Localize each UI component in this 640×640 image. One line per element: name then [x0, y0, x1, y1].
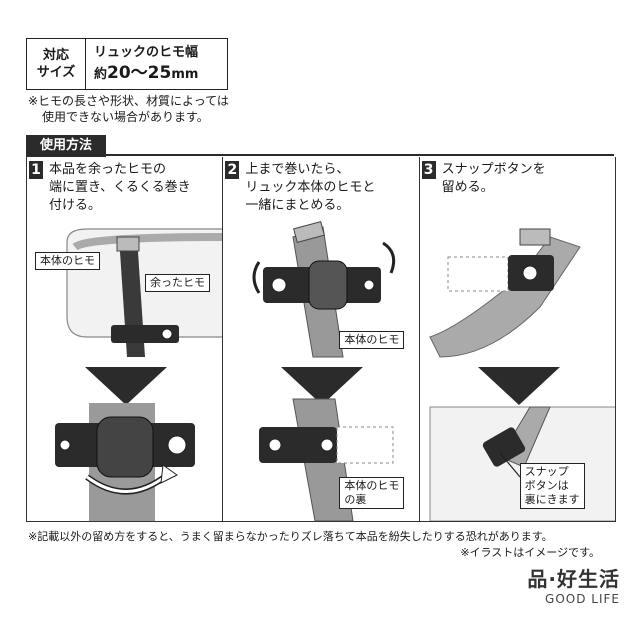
step-2-callout-main-strap: 本体のヒモ: [339, 331, 405, 349]
illustration-note: ※イラストはイメージです。: [460, 546, 600, 559]
size-label: 対応 サイズ: [27, 39, 86, 89]
brand-name-jp: 品·好生活: [527, 567, 620, 591]
brand-name-en: GOOD LIFE: [545, 592, 620, 606]
step-1-panel: 1 本品を余ったヒモの 端に置き、くるくる巻き 付ける。 本体のヒモ: [27, 157, 224, 521]
step-3-text: スナップボタンを 留める。: [441, 162, 546, 195]
step-2-callout-strap-back: 本体のヒモ の裏: [339, 477, 405, 509]
step-2-illustration: [252, 221, 396, 521]
size-value-line1: リュックのヒモ幅: [94, 45, 199, 60]
size-value-prefix: 約: [94, 67, 108, 82]
size-spec-box: 対応 サイズ リュックのヒモ幅 約20～25mm: [26, 38, 228, 90]
size-value: リュックのヒモ幅 約20～25mm: [86, 39, 227, 89]
step-2-text: 上まで巻いたら、 リュック本体のヒモと 一緒にまとめる。: [245, 162, 376, 213]
step-3-panel: 3 スナップボタンを 留める。 スナップ ボタンは 裏にきます: [420, 157, 615, 521]
step-1-callout-extra-strap: 余ったヒモ: [145, 274, 210, 292]
step-1-text: 本品を余ったヒモの 端に置き、くるくる巻き 付ける。: [49, 162, 191, 213]
step-3-number: 3: [421, 161, 436, 179]
step-1-illustration: [55, 228, 223, 521]
usage-divider: [26, 154, 614, 156]
size-value-unit: mm: [171, 67, 199, 82]
steps-container: 1 本品を余ったヒモの 端に置き、くるくる巻き 付ける。 本体のヒモ: [26, 157, 616, 522]
compatibility-note: ※ヒモの長さや形状、材質によっては 使用できない場合があります。: [28, 93, 229, 125]
step-2-panel: 2 上まで巻いたら、 リュック本体のヒモと 一緒にまとめる。 本体のヒモ 本体の…: [223, 157, 420, 521]
size-label-line1: 対応: [42, 48, 69, 63]
size-label-line2: サイズ: [36, 65, 76, 80]
step-1-number: 1: [29, 161, 43, 179]
compatibility-note-line1: ※ヒモの長さや形状、材質によっては: [28, 94, 229, 108]
step-3-callout-snap-button: スナップ ボタンは 裏にきます: [519, 463, 585, 509]
step-2-number: 2: [225, 161, 240, 179]
size-value-line2: 約20～25mm: [94, 63, 227, 85]
warning-note: ※記載以外の留め方をすると、うまく留まらなかったりズレ落ちて本品を紛失したりする…: [28, 530, 553, 543]
step-1-callout-main-strap: 本体のヒモ: [35, 252, 100, 270]
brand-logo: 品·好生活 GOOD LIFE: [527, 563, 620, 606]
usage-title: 使用方法: [26, 135, 107, 157]
step-3-illustration: [428, 228, 615, 521]
size-value-range: 20～25: [107, 63, 172, 83]
compatibility-note-line2: 使用できない場合があります。: [42, 110, 209, 124]
